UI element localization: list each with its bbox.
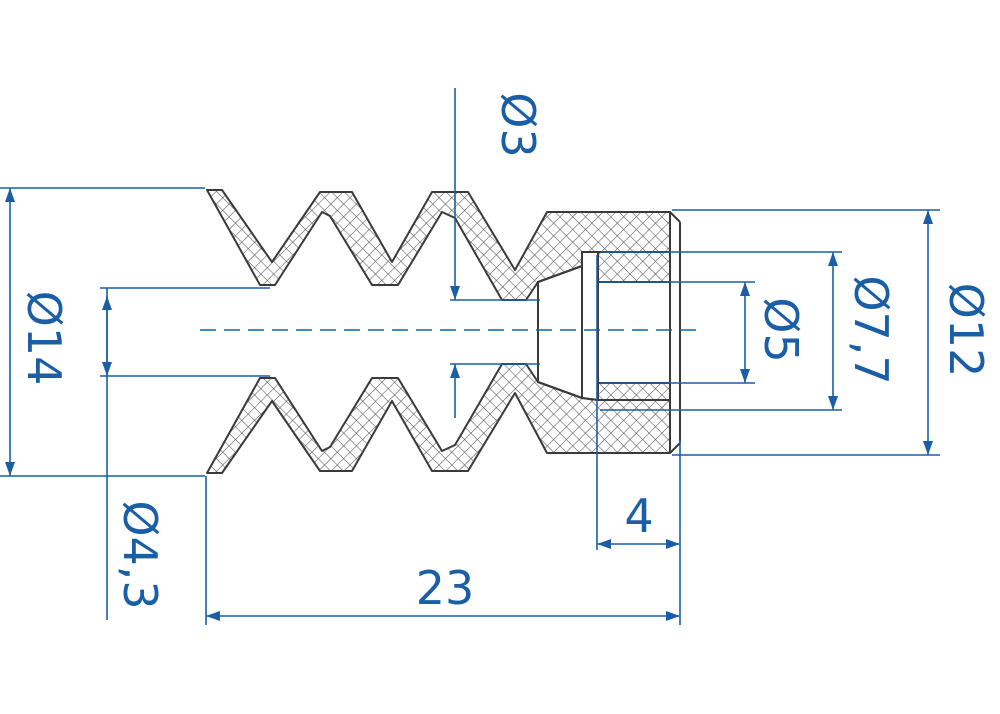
label-d12: Ø12 xyxy=(939,283,993,378)
lower-bellows-wall xyxy=(206,363,671,474)
label-len23: 23 xyxy=(416,561,475,615)
upper-bellows-wall xyxy=(206,189,671,301)
insert-lower xyxy=(597,382,671,401)
bellows-cross-section xyxy=(206,189,671,474)
label-d5: Ø5 xyxy=(754,297,808,362)
label-len4: 4 xyxy=(624,489,653,543)
insert-upper xyxy=(597,251,671,283)
dimension-lines xyxy=(0,88,940,625)
dimension-labels: Ø3 Ø14 Ø4,3 Ø5 Ø7,7 Ø12 4 23 xyxy=(17,92,993,615)
label-d14: Ø14 xyxy=(17,291,71,386)
label-d4-3: Ø4,3 xyxy=(113,500,167,609)
label-d3: Ø3 xyxy=(491,92,545,157)
label-d7-7: Ø7,7 xyxy=(844,275,898,384)
